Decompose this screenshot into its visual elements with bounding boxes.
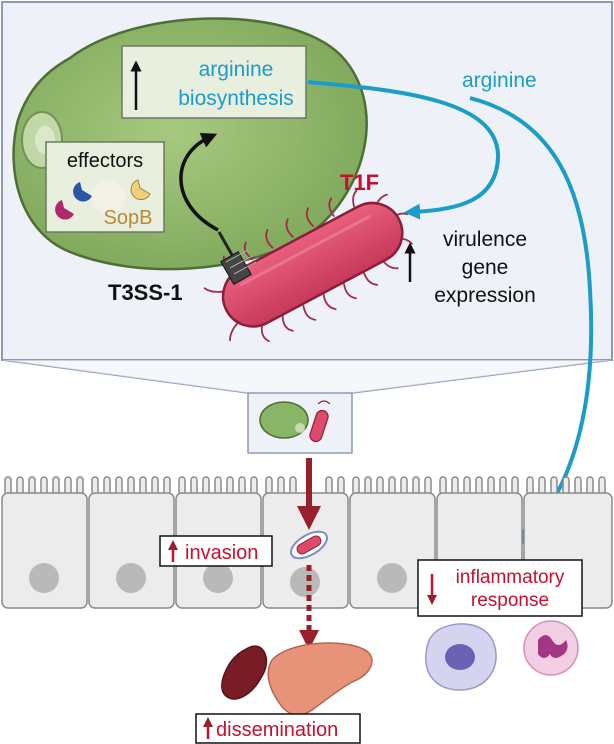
- bacterium-highlight: [239, 215, 371, 287]
- sopb-label: SopB: [104, 207, 153, 229]
- inset-bacterium-icon: [309, 409, 329, 443]
- dissemination-box: dissemination: [195, 713, 361, 744]
- inset-thumbnail: [247, 392, 353, 454]
- t3ss1-label: T3SS-1: [108, 280, 183, 305]
- nucleus: [203, 563, 233, 593]
- t1f-label: T1F: [340, 170, 379, 195]
- effector-yellow-icon: [130, 179, 151, 201]
- nucleus: [290, 567, 320, 597]
- epithelial-cell: [349, 492, 436, 609]
- nucleus: [29, 563, 59, 593]
- t3ss-needle-icon: [217, 231, 257, 285]
- effector-halo: [91, 180, 125, 214]
- inflammatory-frame: [417, 559, 583, 617]
- epithelial-cell: [1, 492, 88, 609]
- virulence-gene-expression: virulence gene expression: [404, 228, 536, 307]
- effectors-box: effectors SopB: [45, 141, 165, 233]
- intracellular-bacterium: [289, 530, 329, 560]
- inflammatory-line1: inflammatory: [456, 567, 565, 588]
- effectors-label: effectors: [67, 150, 143, 172]
- arginine-to-bacterium-arrow: [307, 80, 501, 220]
- arginine-to-inflammation-arrow: [469, 96, 594, 546]
- macrophage-nucleus: [445, 644, 475, 670]
- bacterium-body: [221, 201, 404, 328]
- arginine-biosynthesis-frame: [121, 45, 307, 119]
- t3ss-needle-base: [220, 251, 252, 285]
- spleen-icon: [221, 645, 268, 700]
- arginine-biosynthesis-box: arginine biosynthesis: [121, 45, 307, 119]
- inflammatory-response-box: inflammatory response: [417, 559, 583, 617]
- bacterium: [203, 189, 413, 343]
- arginine-biosynthesis-line2: biosynthesis: [178, 87, 294, 110]
- virulence-line2: gene: [462, 256, 509, 279]
- invasion-frame: [159, 535, 273, 567]
- liver-icon: [267, 642, 373, 716]
- bacterium-body-group: [203, 189, 413, 343]
- inflammatory-line2: response: [471, 590, 549, 611]
- neutrophil-nucleus: [538, 635, 568, 658]
- arginine-label: arginine: [462, 69, 537, 92]
- dissemination-label: dissemination: [216, 719, 338, 741]
- organs: [221, 642, 373, 716]
- nucleus: [116, 563, 146, 593]
- dissemination-frame: [195, 713, 361, 744]
- virulence-line1: virulence: [443, 228, 527, 251]
- virulence-line3: expression: [434, 284, 536, 307]
- effector-to-biosynthesis-arrow: [179, 133, 219, 232]
- effector-blue-icon: [73, 182, 92, 202]
- vacuole-bacterium-icon: [296, 535, 322, 555]
- invasion-box: invasion: [159, 535, 273, 567]
- invasion-label: invasion: [185, 542, 258, 564]
- nucleus: [377, 563, 407, 593]
- effector-magenta-icon: [55, 200, 74, 220]
- zoom-funnel-fill: [2, 360, 612, 393]
- immune-cells: [425, 620, 579, 691]
- inset-vacuole: [295, 423, 305, 433]
- arginine-biosynthesis-line1: arginine: [199, 58, 274, 81]
